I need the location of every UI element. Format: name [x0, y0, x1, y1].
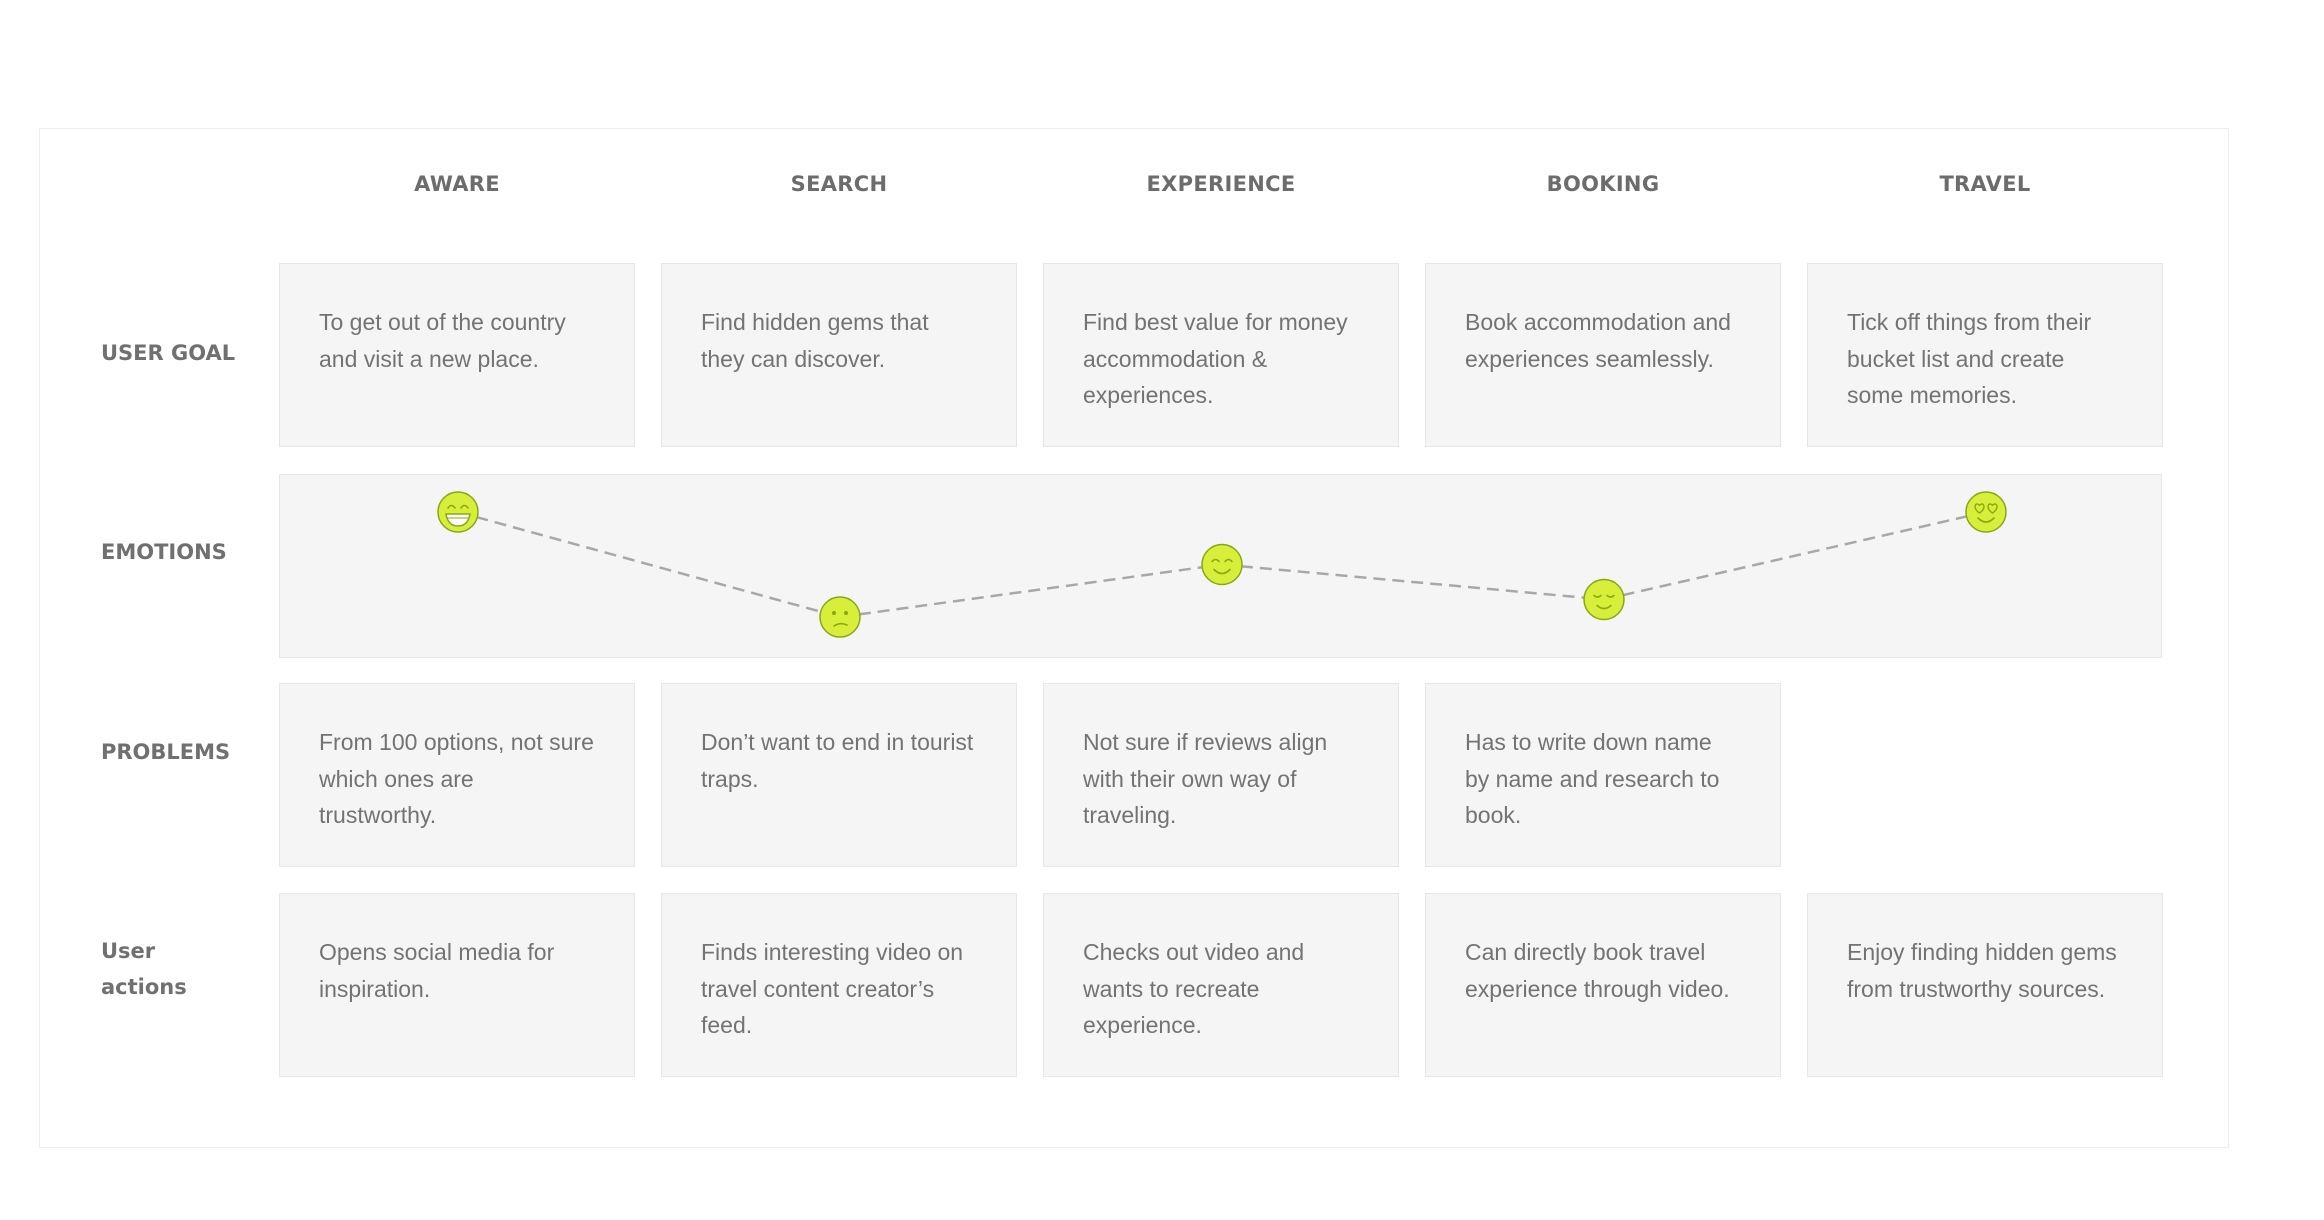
user-goal-cell-travel: Tick off things from their bucket list a… — [1807, 263, 2163, 447]
emotions-band — [279, 474, 2162, 658]
emotion-connector-line — [1221, 563, 1605, 601]
stage-header-experience: EXPERIENCE — [1146, 172, 1296, 196]
user-goal-cell-aware: To get out of the country and visit a ne… — [279, 263, 635, 447]
user-action-cell-experience: Checks out video and wants to recreate e… — [1043, 893, 1399, 1077]
stage-header-aware: AWARE — [414, 172, 500, 196]
row-label-user-actions-line2: actions — [101, 975, 187, 999]
problem-cell-aware: From 100 options, not sure which ones ar… — [279, 683, 635, 867]
confused-face-icon — [819, 596, 861, 638]
stage-header-travel: TRAVEL — [1939, 172, 2031, 196]
user-goal-cell-booking: Book accommodation and experiences seaml… — [1425, 263, 1781, 447]
emotion-curve — [437, 491, 2007, 638]
user-goal-cell-search: Find hidden gems that they can discover. — [661, 263, 1017, 447]
smiling-face-icon — [1201, 543, 1243, 586]
grinning-face-icon — [437, 491, 479, 533]
problem-cell-search: Don’t want to end in tourist traps. — [661, 683, 1017, 867]
row-label-emotions: EMOTIONS — [101, 540, 227, 564]
problem-cell-booking: Has to write down name by name and resea… — [1425, 683, 1781, 867]
emotion-connector-line — [839, 563, 1223, 619]
row-label-user-goal: USER GOAL — [101, 341, 236, 365]
row-label-user-actions: User actions — [101, 933, 251, 1005]
problem-cell-experience: Not sure if reviews align with their own… — [1043, 683, 1399, 867]
content-face-icon — [1583, 578, 1625, 621]
user-action-cell-booking: Can directly book travel experience thro… — [1425, 893, 1781, 1077]
user-action-cell-travel: Enjoy finding hidden gems from trustwort… — [1807, 893, 2163, 1077]
row-label-problems: PROBLEMS — [101, 740, 231, 764]
emotion-connector-line — [1603, 510, 1987, 601]
user-action-cell-aware: Opens social media for inspiration. — [279, 893, 635, 1077]
stage-header-search: SEARCH — [790, 172, 888, 196]
row-label-user-actions-line1: User — [101, 939, 156, 963]
stage-header-booking: BOOKING — [1546, 172, 1660, 196]
user-action-cell-search: Finds interesting video on travel conten… — [661, 893, 1017, 1077]
user-goal-cell-experience: Find best value for money accommodation … — [1043, 263, 1399, 447]
emotion-connector-line — [457, 510, 841, 619]
heart-eyes-face-icon — [1965, 491, 2007, 533]
